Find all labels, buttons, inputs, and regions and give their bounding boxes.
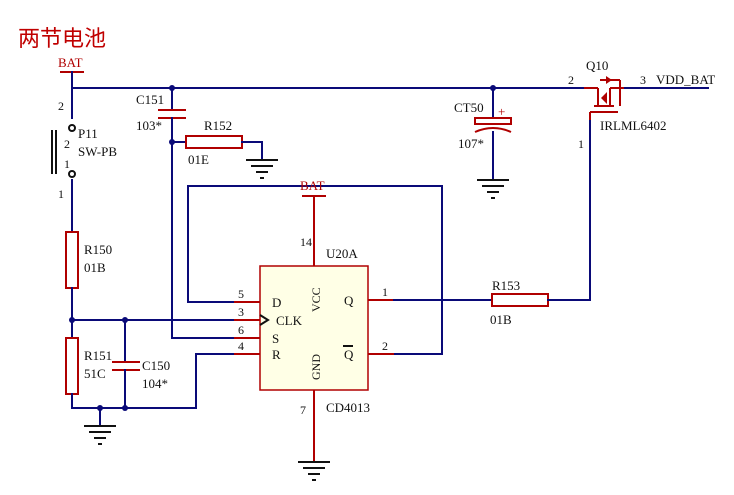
ground-symbol-left: [84, 407, 116, 445]
svg-text:R: R: [272, 347, 281, 362]
capacitor-c151: C151 103*: [136, 85, 186, 339]
svg-text:GND: GND: [309, 354, 323, 380]
bat-net-top: BAT: [58, 55, 84, 89]
svg-text:2: 2: [58, 99, 64, 113]
svg-text:14: 14: [300, 235, 312, 249]
svg-text:CLK: CLK: [276, 313, 303, 328]
resistor-r150: R150 01B: [65, 231, 112, 339]
r151-ref: R151: [84, 348, 112, 363]
p11-ref: P11: [78, 126, 98, 141]
svg-text:1: 1: [64, 157, 70, 171]
svg-text:1: 1: [578, 137, 584, 151]
r153-value: 01B: [490, 312, 512, 327]
u20a-bat-label: BAT: [300, 178, 325, 193]
svg-text:1: 1: [58, 187, 64, 201]
svg-text:2: 2: [568, 73, 574, 87]
resistor-r151: R151 51C: [65, 337, 112, 409]
c151-value: 103*: [136, 118, 162, 133]
r152-ref: R152: [204, 118, 232, 133]
u20a-value: CD4013: [326, 400, 370, 415]
u20a-ref: U20A: [326, 246, 358, 261]
ct50-value: 107*: [458, 136, 484, 151]
ic-u20a: U20A CD4013 BAT 14 VCC 7 GND 5 D 3 CLK 6…: [234, 178, 394, 481]
capacitor-c150: C150 104*: [112, 319, 170, 409]
svg-text:Q: Q: [344, 347, 354, 362]
svg-text:1: 1: [382, 285, 388, 299]
capacitor-ct50: + CT50 107*: [454, 85, 512, 199]
vdd-bat-label: VDD_BAT: [656, 72, 715, 87]
svg-text:Q: Q: [344, 293, 354, 308]
svg-text:6: 6: [238, 323, 244, 337]
r150-value: 01B: [84, 260, 106, 275]
r153-ref: R153: [492, 278, 520, 293]
c150-ref: C150: [142, 358, 170, 373]
svg-text:D: D: [272, 295, 281, 310]
svg-text:+: +: [498, 104, 505, 119]
p11-value: SW-PB: [78, 144, 117, 159]
svg-text:S: S: [272, 331, 279, 346]
q10-ref: Q10: [586, 58, 608, 73]
switch-p11: 2 1 2 1 P11 SW-PB: [51, 87, 117, 231]
svg-text:2: 2: [64, 137, 70, 151]
svg-text:3: 3: [640, 73, 646, 87]
c151-ref: C151: [136, 92, 164, 107]
svg-text:VCC: VCC: [309, 287, 323, 312]
svg-text:7: 7: [300, 403, 306, 417]
q10-value: IRLML6402: [600, 118, 666, 133]
svg-text:5: 5: [238, 287, 244, 301]
r151-value: 51C: [84, 366, 106, 381]
resistor-r153: R153 01B: [490, 278, 549, 327]
r152-value: 01E: [188, 152, 209, 167]
svg-text:4: 4: [238, 339, 244, 353]
mosfet-q10: Q10 IRLML6402 2 3 1: [568, 58, 666, 151]
svg-text:2: 2: [382, 339, 388, 353]
resistor-r152: R152 01E: [171, 118, 278, 179]
r150-ref: R150: [84, 242, 112, 257]
schematic-title: 两节电池: [18, 27, 106, 52]
c150-value: 104*: [142, 376, 168, 391]
svg-text:3: 3: [238, 305, 244, 319]
ct50-ref: CT50: [454, 100, 484, 115]
bat-net-label: BAT: [58, 55, 83, 70]
